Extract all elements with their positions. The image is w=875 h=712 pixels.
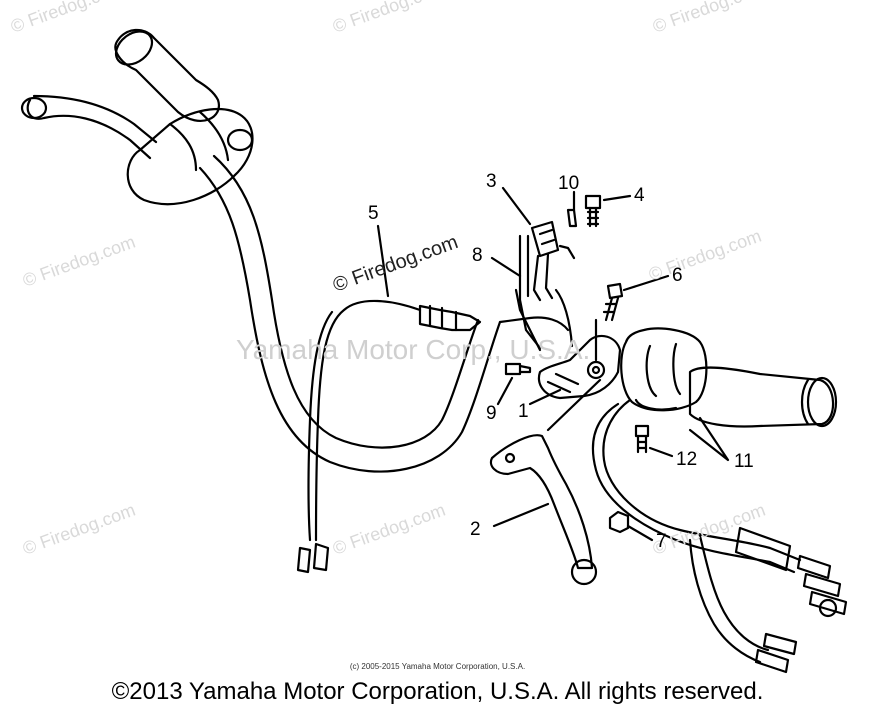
leader-5: [376, 224, 390, 298]
right-switch-housing: [620, 327, 708, 412]
clutch-switch: [530, 220, 560, 258]
left-switch-housing: [126, 108, 254, 206]
copyright-notice: ©2013 Yamaha Motor Corporation, U.S.A. A…: [111, 678, 764, 705]
part-label-10: 10: [558, 173, 580, 194]
terminal-a: [796, 554, 832, 580]
cable-connector-left: [296, 546, 312, 574]
pin-10: [566, 208, 578, 228]
part-label-3: 3: [486, 171, 497, 192]
screw-4: [584, 194, 602, 210]
handlebar-tube: [198, 166, 502, 473]
switch-wire: [514, 288, 574, 352]
part-label-9: 9: [486, 403, 497, 424]
terminal-d: [762, 632, 798, 656]
part-label-5: 5: [368, 203, 379, 224]
leader-11: [688, 416, 730, 462]
handlebar-tube-inner: [212, 154, 480, 449]
leader-1b: [546, 378, 602, 432]
part-label-11: 11: [734, 451, 754, 472]
clutch-lever: [489, 434, 594, 570]
left-grip: [114, 28, 221, 122]
part-label-4: 4: [634, 185, 645, 206]
part-label-7: 7: [656, 531, 667, 552]
small-copyright: (c) 2005-2015 Yamaha Motor Corporation, …: [349, 662, 526, 671]
switch-harness: [602, 398, 802, 562]
terminal-e: [754, 648, 790, 674]
left-lever-knob: [20, 96, 48, 120]
leader-8: [490, 256, 522, 278]
leader-12: [648, 446, 674, 458]
screw-12: [634, 424, 650, 438]
leader-3: [501, 186, 532, 226]
part-label-2: 2: [470, 519, 481, 540]
left-lever: [26, 94, 158, 160]
throttle-grip-end: [806, 376, 838, 428]
part-label-6: 6: [672, 265, 683, 286]
watermark-center: Yamaha Motor Corp., U.S.A.: [236, 334, 591, 365]
clutch-cable: [314, 299, 422, 542]
pivot-bolt: [504, 362, 522, 376]
leader-1: [528, 388, 562, 406]
harness-sleeve: [734, 526, 792, 572]
cable-connector-right: [312, 542, 330, 572]
left-grip-end: [114, 30, 154, 66]
nut-7: [608, 510, 630, 534]
clutch-lever-ball: [570, 558, 598, 586]
part-label-1: 1: [518, 401, 529, 422]
throttle-grip: [688, 366, 835, 428]
part-label-8: 8: [472, 245, 483, 266]
screw-6: [606, 282, 624, 300]
terminal-c: [808, 590, 848, 616]
leader-7: [626, 524, 654, 542]
leader-9: [496, 376, 514, 406]
leader-6: [622, 274, 670, 292]
terminal-b: [802, 572, 842, 598]
leader-4: [602, 194, 632, 202]
part-label-12: 12: [676, 449, 698, 470]
leader-2: [492, 502, 550, 528]
